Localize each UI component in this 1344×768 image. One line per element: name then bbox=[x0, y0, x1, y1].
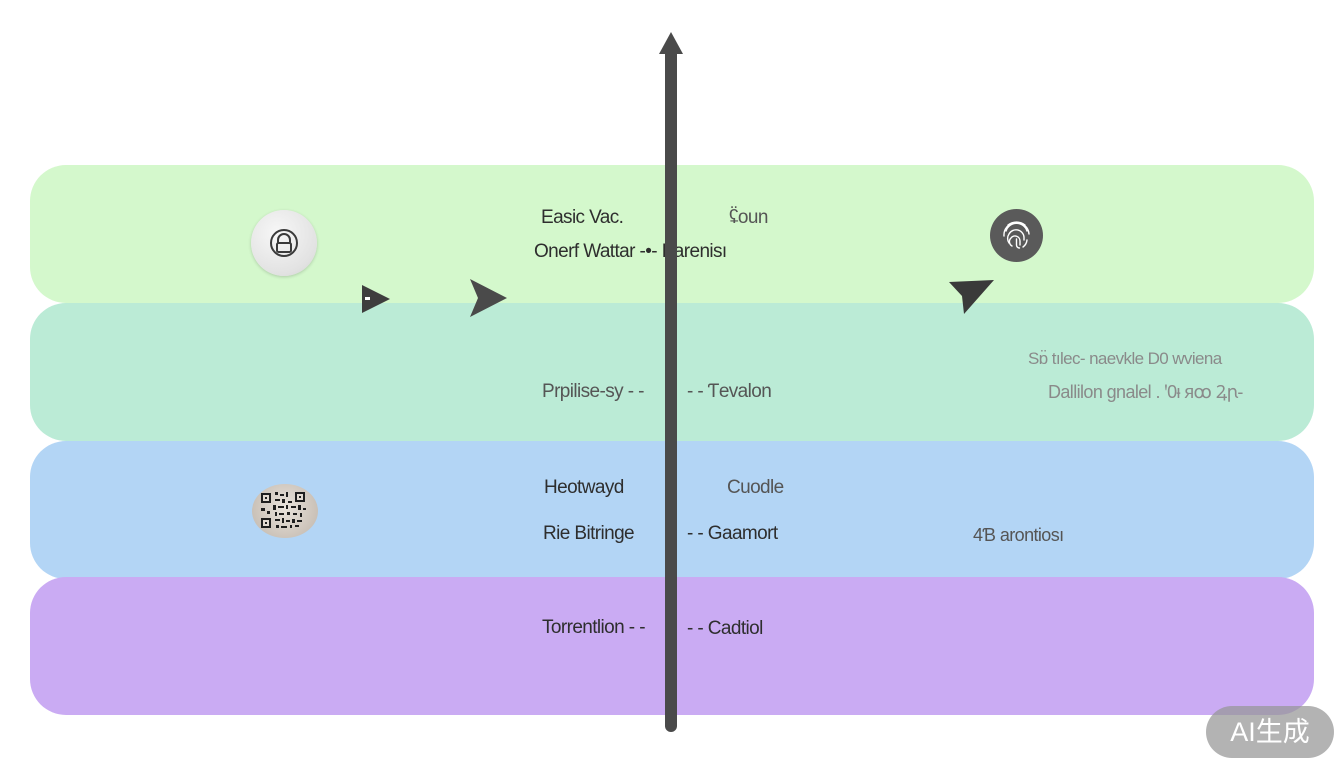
fingerprint-icon bbox=[990, 209, 1043, 262]
cursor-arrow-icon bbox=[949, 280, 994, 314]
band-2-label-4: Dallilon gnalel . ꞌ0ᵼ ᴙꝏ Ꝝꞃ- bbox=[1048, 382, 1243, 402]
play-arrow-icon bbox=[362, 285, 390, 313]
qr-code-icon bbox=[252, 484, 318, 538]
band-3-label-2: Cuodle bbox=[727, 477, 784, 498]
band-2-label-3: Sɒ̈ tılec- naevkle D0 wviena bbox=[1028, 349, 1222, 368]
band-2-label-1: Prpilise-sy - - bbox=[542, 381, 644, 402]
ai-generated-watermark: AI生成 bbox=[1206, 706, 1334, 758]
arrowhead-icon bbox=[470, 279, 507, 317]
band-3-label-5: 4Ɓ arontiosı bbox=[973, 525, 1064, 545]
band-3-label-4: - - Gaamort bbox=[687, 523, 778, 544]
band-3-label-1: Heotwayd bbox=[544, 477, 624, 498]
band-1-label-3: Onerf Wattar -•- Earenisı bbox=[534, 241, 727, 262]
band-1-label-2: ʢ̈oun bbox=[729, 207, 768, 228]
band-4-label-2: - - Cadtiol bbox=[687, 618, 763, 639]
band-3-label-3: Rie Bitringe bbox=[543, 523, 635, 544]
vertical-axis-arrow bbox=[665, 48, 677, 732]
band-4-label-1: Torrentlion - - bbox=[542, 617, 646, 638]
axis-arrowhead bbox=[659, 32, 683, 54]
band-1-label-1: Easic Vac. bbox=[541, 207, 624, 228]
lock-icon bbox=[251, 210, 317, 276]
band-2-label-2: - - Ƭevalon bbox=[687, 381, 772, 402]
